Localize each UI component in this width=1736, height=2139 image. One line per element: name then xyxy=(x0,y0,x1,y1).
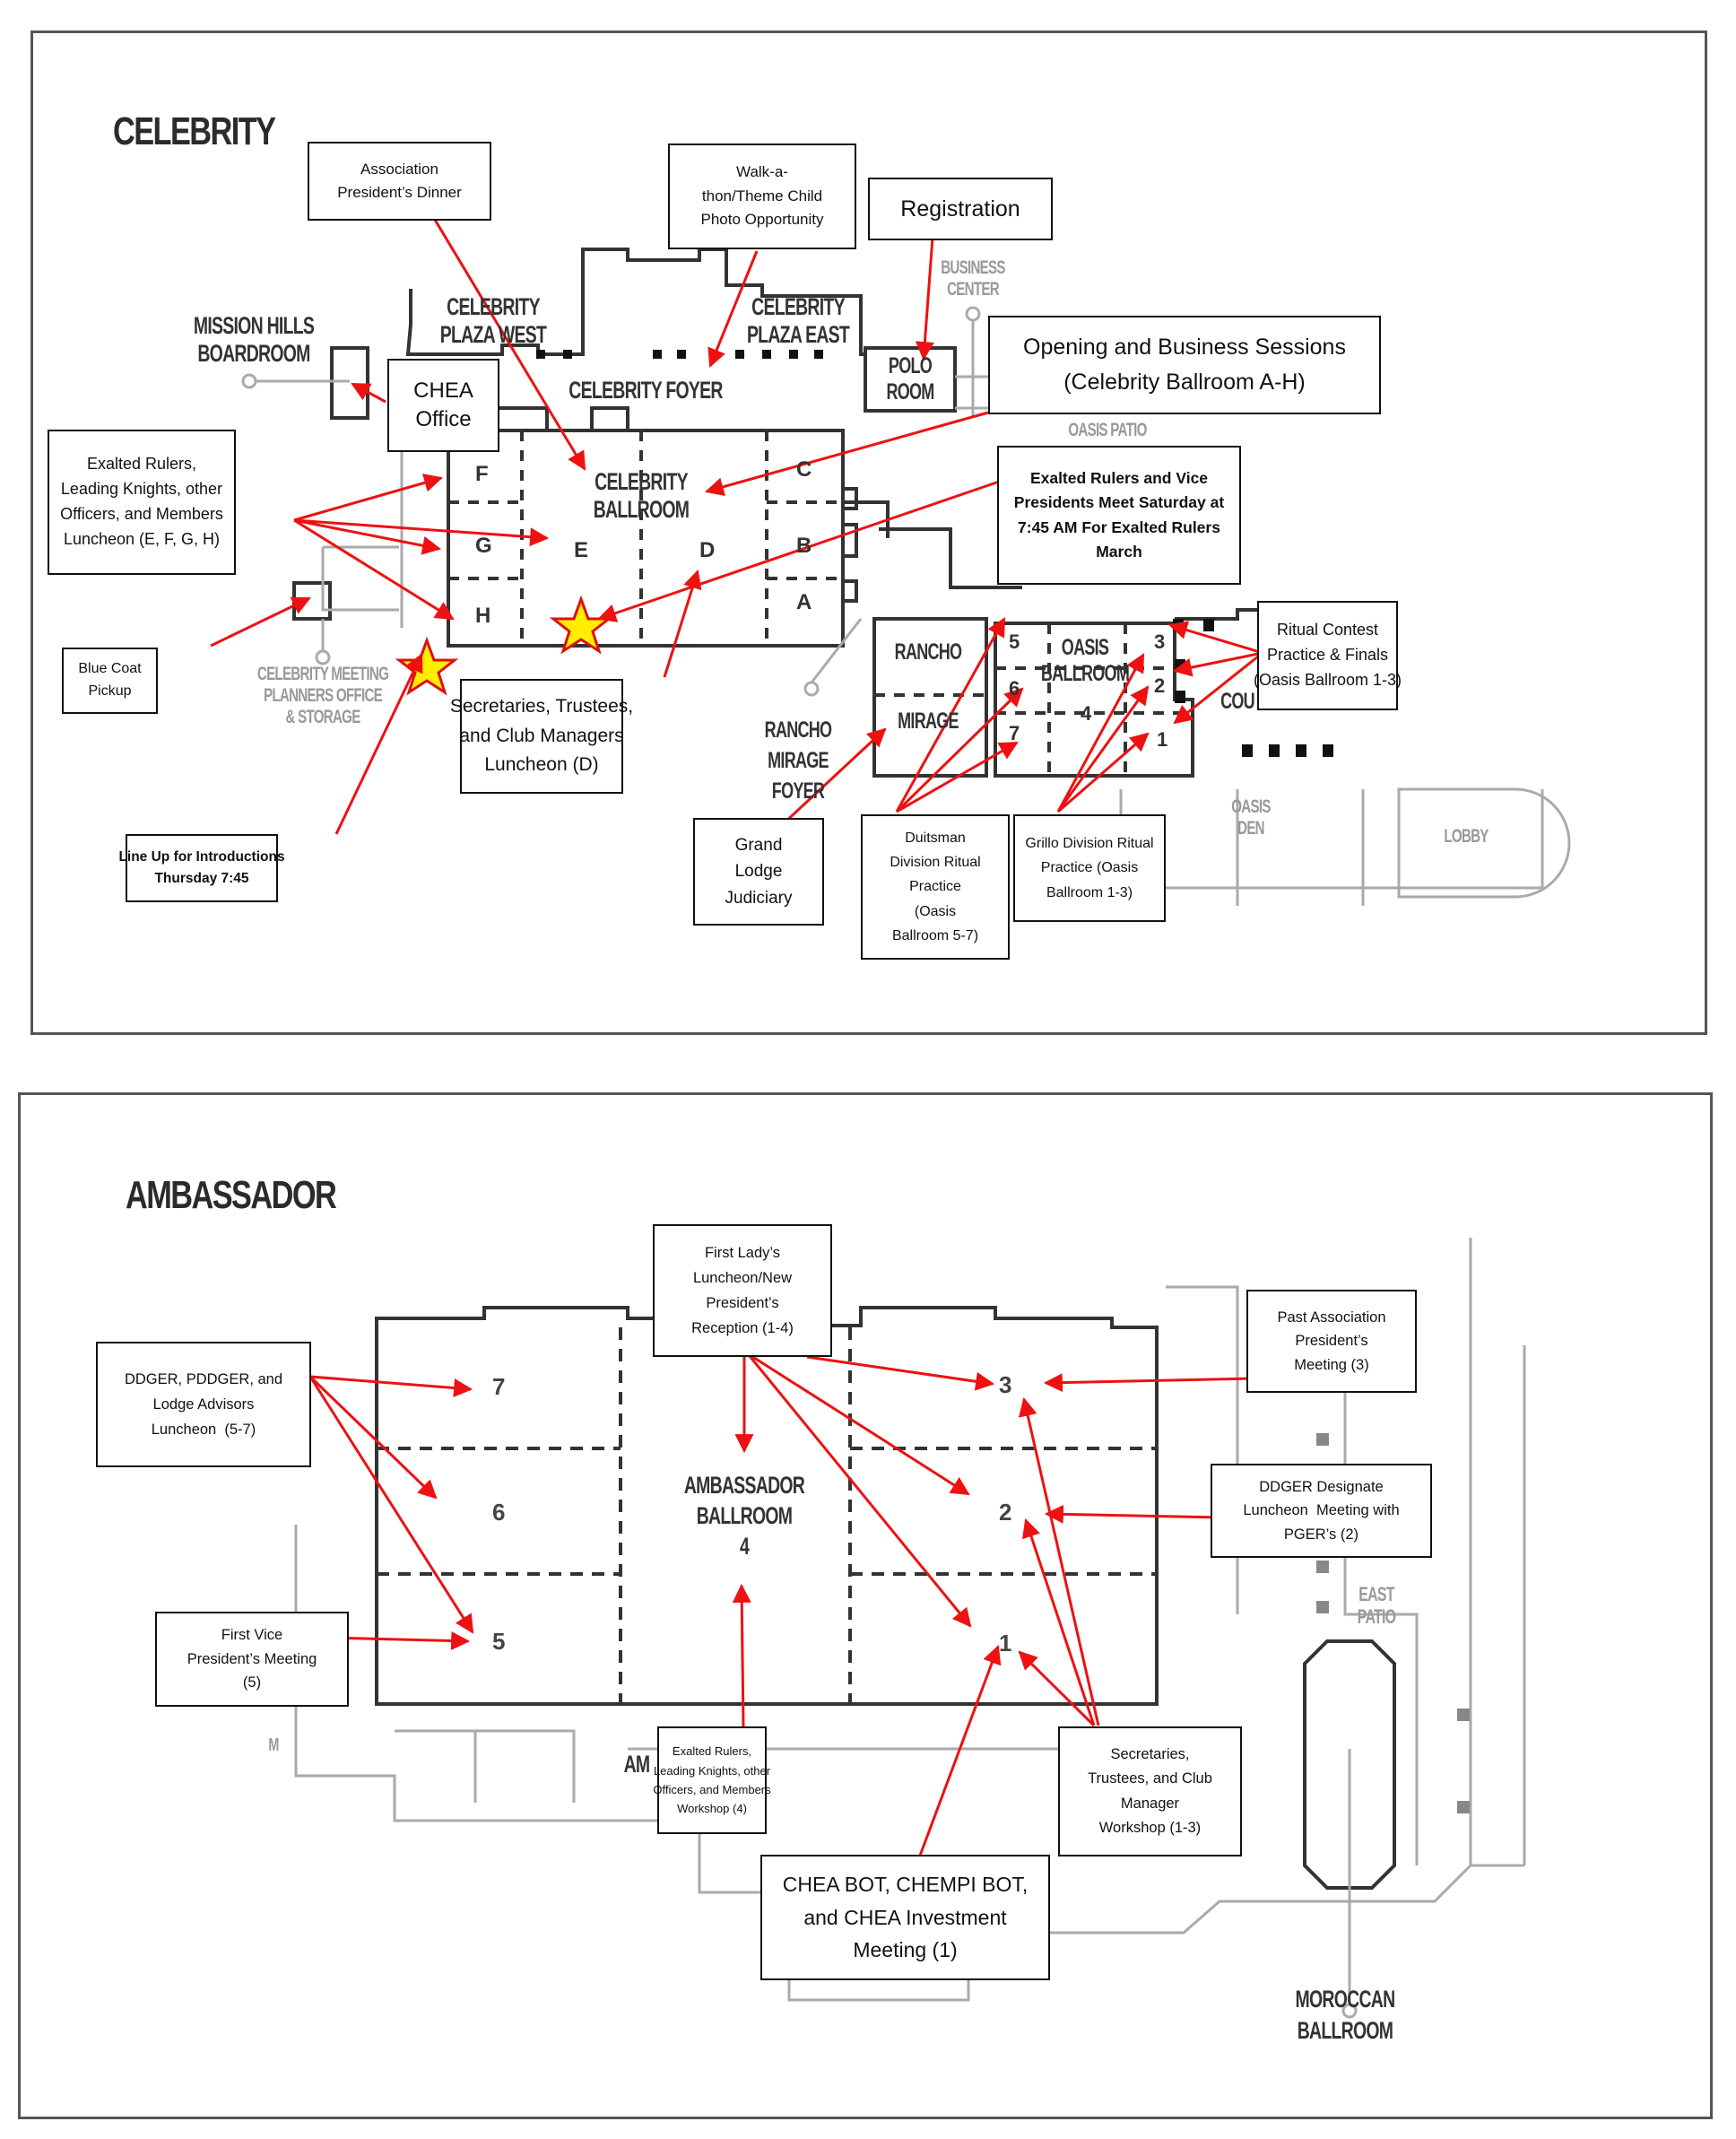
room-meeting-planners-office: CELEBRITY MEETING PLANNERS OFFICE & STOR… xyxy=(256,664,389,728)
room-mirage: MIRAGE xyxy=(898,709,959,734)
ambassador-section-3: 3 xyxy=(999,1371,1012,1398)
callout-first-lady-luncheon: First Lady’s Luncheon/New President’s Re… xyxy=(653,1224,832,1357)
callout-secretaries-workshop: Secretaries, Trustees, and Club Manager … xyxy=(1058,1726,1242,1856)
section-d: D xyxy=(699,538,716,562)
section-a: A xyxy=(796,590,812,614)
callout-line-up-introductions: Line Up for Introductions Thursday 7:45 xyxy=(118,834,285,902)
section-g: G xyxy=(475,534,492,558)
room-m-label: M xyxy=(268,1735,279,1755)
room-rancho-mirage-foyer: RANCHO MIRAGE FOYER xyxy=(764,717,832,804)
ambassador-dashed-dividers xyxy=(377,1327,1157,1704)
oasis-section-4: 4 xyxy=(1081,702,1092,725)
callout-ritual-contest: Ritual Contest Practice & Finals (Oasis … xyxy=(1254,601,1402,710)
callout-walkathon-photo: Walk-a- thon/Theme Child Photo Opportuni… xyxy=(668,143,856,249)
room-celebrity-plaza-west: CELEBRITY PLAZA WEST xyxy=(439,293,547,349)
room-ambassador-partial-label: AM xyxy=(623,1751,651,1778)
ambassador-section-2: 2 xyxy=(999,1499,1012,1526)
room-celebrity-ballroom: CELEBRITY BALLROOM xyxy=(593,468,690,524)
room-lobby: LOBBY xyxy=(1444,826,1489,847)
oasis-section-5: 5 xyxy=(1009,630,1020,653)
callout-ddger-luncheon: DDGER, PDDGER, and Lodge Advisors Lunche… xyxy=(96,1342,311,1467)
ambassador-walls xyxy=(375,1306,1396,1890)
room-oasis-ballroom: OASIS BALLROOM xyxy=(1040,635,1130,686)
callout-ddger-designate: DDGER Designate Luncheon Meeting with PG… xyxy=(1211,1464,1432,1558)
ambassador-section-5: 5 xyxy=(492,1628,506,1655)
ambassador-pillars xyxy=(1316,1433,1470,1813)
room-rancho: RANCHO xyxy=(894,639,962,665)
room-polo: POLO ROOM xyxy=(886,353,934,404)
callout-chea-office: CHEA Office xyxy=(387,359,499,452)
ambassador-section-6: 6 xyxy=(492,1499,506,1526)
room-celebrity-foyer: CELEBRITY FOYER xyxy=(569,377,723,404)
room-oasis-den: OASIS DEN xyxy=(1231,796,1271,839)
celebrity-arrows xyxy=(210,219,1263,849)
ambassador-section-1: 1 xyxy=(999,1630,1012,1656)
oasis-section-2: 2 xyxy=(1154,674,1166,697)
room-ambassador-ballroom: AMBASSADOR BALLROOM 4 xyxy=(683,1472,805,1560)
callout-registration: Registration xyxy=(868,178,1053,240)
ambassador-title: AMBASSADOR xyxy=(126,1173,337,1217)
callout-exalted-rulers-workshop: Exalted Rulers, Leading Knights, other O… xyxy=(653,1726,771,1834)
oasis-section-7: 7 xyxy=(1009,722,1020,744)
oasis-section-3: 3 xyxy=(1154,630,1166,653)
room-mission-hills-boardroom: MISSION HILLS BOARDROOM xyxy=(193,312,315,368)
section-e: E xyxy=(574,538,589,562)
section-c: C xyxy=(796,457,812,482)
callout-chea-bot-meeting: CHEA BOT, CHEMPI BOT, and CHEA Investmen… xyxy=(760,1855,1050,1980)
section-b: B xyxy=(796,534,812,558)
oasis-section-1: 1 xyxy=(1157,728,1168,751)
oasis-section-6: 6 xyxy=(1009,677,1020,700)
callout-opening-business-sessions: Opening and Business Sessions (Celebrity… xyxy=(988,316,1381,414)
callout-first-vice-president: First Vice President’s Meeting (5) xyxy=(155,1612,349,1707)
callout-secretaries-luncheon: Secretaries, Trustees, and Club Managers… xyxy=(450,679,633,794)
room-courtyard: COU xyxy=(1220,689,1255,714)
callout-grillo-division: Grillo Division Ritual Practice (Oasis B… xyxy=(1013,814,1166,922)
room-moroccan-ballroom: MOROCCAN BALLROOM xyxy=(1295,1986,1396,2045)
celebrity-dashed-dividers xyxy=(448,430,1193,776)
section-h: H xyxy=(475,604,491,628)
celebrity-title: CELEBRITY xyxy=(113,109,276,153)
section-f: F xyxy=(475,462,489,486)
star-icon-ballroom xyxy=(549,595,613,655)
room-celebrity-plaza-east: CELEBRITY PLAZA EAST xyxy=(746,293,850,349)
ambassador-section-7: 7 xyxy=(492,1373,506,1400)
ambassador-arrows xyxy=(259,1354,1254,1856)
room-east-patio: EAST PATIO xyxy=(1357,1583,1396,1629)
callout-exalted-rulers-luncheon: Exalted Rulers, Leading Knights, other O… xyxy=(48,430,236,575)
callout-duitsman-division: Duitsman Division Ritual Practice (Oasis… xyxy=(861,814,1010,960)
callout-blue-coat-pickup: Blue Coat Pickup xyxy=(62,648,158,714)
room-business-center: BUSINESS CENTER xyxy=(941,257,1005,300)
room-oasis-patio: OASIS PATIO xyxy=(1068,420,1147,440)
callout-association-presidents-dinner: Association President’s Dinner xyxy=(308,142,491,221)
callout-past-association-presidents: Past Association President’s Meeting (3) xyxy=(1246,1290,1417,1393)
callout-exalted-rulers-saturday-meet: Exalted Rulers and Vice Presidents Meet … xyxy=(997,446,1241,585)
callout-grand-lodge-judiciary: Grand Lodge Judiciary xyxy=(693,818,824,926)
